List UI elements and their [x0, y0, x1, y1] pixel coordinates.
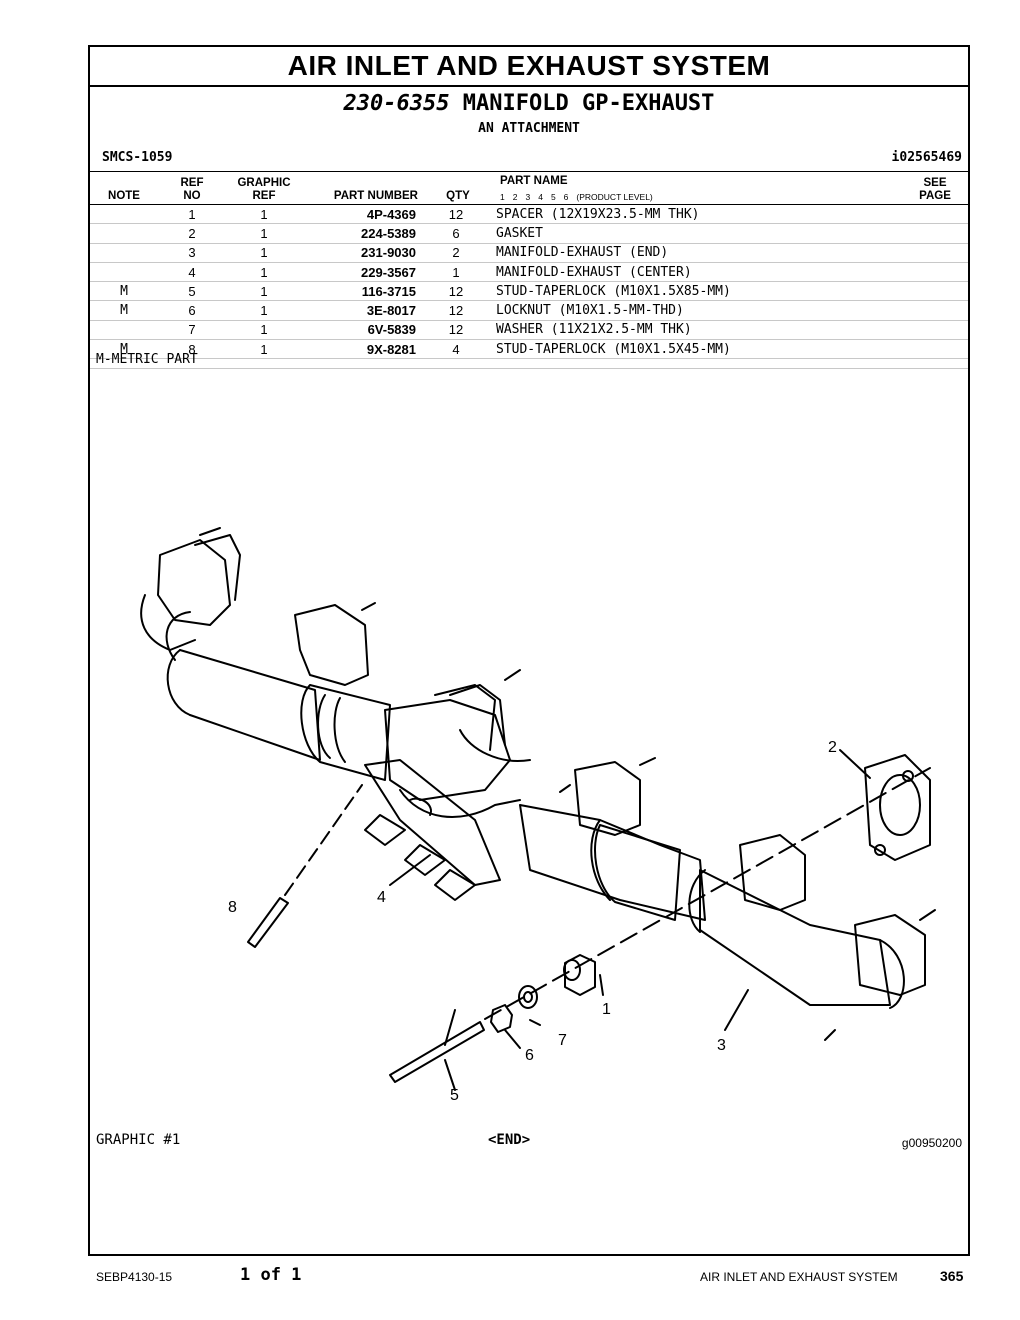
- callout-1: 1: [602, 1001, 611, 1018]
- page-frame: AIR INLET AND EXHAUST SYSTEM 230-6355 MA…: [88, 45, 970, 1256]
- footer-section: AIR INLET AND EXHAUST SYSTEM: [700, 1270, 898, 1284]
- callout-6: 6: [525, 1047, 534, 1064]
- gasket: [864, 754, 931, 861]
- ident-code: i02565469: [891, 150, 962, 165]
- col-part-number: PART NUMBER: [333, 190, 418, 202]
- callout-3: 3: [717, 1037, 726, 1054]
- section-title: AIR INLET AND EXHAUST SYSTEM: [287, 50, 771, 81]
- stud-long: [389, 1021, 485, 1083]
- group-subtitle: AN ATTACHMENT: [478, 121, 580, 136]
- center-flange-plate: [364, 759, 501, 886]
- callout-2: 2: [828, 739, 837, 756]
- right-elbow: [879, 939, 905, 1009]
- col-note: NOTE: [108, 190, 140, 202]
- header-rule-bottom: [90, 204, 968, 205]
- locknut: [490, 1004, 513, 1033]
- left-flange: [157, 539, 231, 626]
- section-title-bar: AIR INLET AND EXHAUST SYSTEM: [90, 47, 968, 87]
- smcs-code: SMCS-1059: [102, 150, 173, 165]
- center-manifold: [384, 699, 511, 801]
- callout-4: 4: [377, 889, 386, 906]
- footer-page-of: 1 of 1: [240, 1265, 302, 1285]
- header-rule-top: [90, 171, 968, 172]
- col-qty: QTY: [446, 190, 470, 202]
- flange-3: [574, 761, 641, 836]
- flange-end-right: [739, 834, 806, 911]
- group-part-name: MANIFOLD GP-EXHAUST: [462, 91, 715, 116]
- callout-8: 8: [228, 899, 237, 916]
- group-part-number: 230-6355: [343, 91, 450, 116]
- end-label: <END>: [488, 1132, 531, 1148]
- group-title: 230-6355 MANIFOLD GP-EXHAUST: [90, 91, 968, 116]
- callout-5: 5: [450, 1087, 459, 1104]
- callout-7: 7: [558, 1032, 567, 1049]
- left-tube: [179, 649, 321, 761]
- col-part-name: PART NAME: [500, 175, 568, 187]
- right-end-tube: [699, 869, 891, 1006]
- graphic-label: GRAPHIC #1: [96, 1132, 181, 1148]
- exploded-view-illustration: 1 2 3 4 5 6 7 8: [140, 527, 936, 1104]
- stud-short: [247, 897, 289, 948]
- slip-joint-right: [594, 824, 681, 921]
- metric-note: M-METRIC PART: [96, 352, 198, 367]
- spacer: [564, 954, 596, 996]
- flange-2: [294, 604, 369, 686]
- graphic-id: g00950200: [901, 1136, 962, 1150]
- slip-joint-left: [300, 684, 391, 781]
- metric-rule: [90, 368, 968, 369]
- footer-doc-number: SEBP4130-15: [96, 1270, 173, 1284]
- washer: [518, 985, 538, 1009]
- right-center-tube: [519, 804, 706, 921]
- footer-page-number: 365: [940, 1268, 964, 1284]
